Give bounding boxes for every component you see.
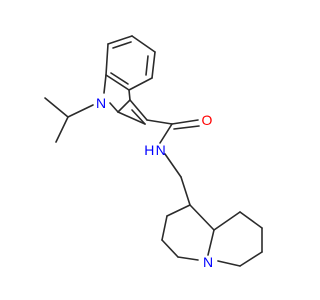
bond [151, 51, 156, 79]
bond [145, 55, 149, 76]
molecule-diagram: N O H N N [44, 35, 263, 270]
bond [67, 104, 94, 118]
bond [44, 97, 69, 118]
bond [129, 99, 148, 121]
amide-nitrogen-label: H N [144, 142, 165, 158]
bond [131, 109, 146, 125]
bond [105, 74, 130, 91]
atom-labels: N O H N N [96, 95, 213, 270]
bond [110, 72, 129, 85]
bonds [44, 35, 263, 267]
bond [128, 89, 131, 101]
bond [146, 119, 173, 125]
bond [171, 119, 199, 125]
bond [177, 256, 199, 261]
amide-oxygen-label: O [202, 112, 213, 128]
bond [103, 74, 107, 94]
bond [180, 176, 191, 206]
bond [207, 229, 215, 256]
bond [117, 111, 146, 125]
bond [55, 116, 69, 143]
bond [173, 125, 200, 130]
bond [239, 251, 263, 267]
bond [189, 204, 215, 231]
bond [217, 260, 241, 267]
bond [117, 99, 131, 113]
structure-drawing: N O H N N [44, 35, 263, 270]
bond [107, 35, 133, 45]
bond [161, 239, 179, 258]
bond [109, 102, 119, 113]
bond [239, 211, 263, 229]
bond [131, 35, 156, 53]
indole-nitrogen-label: N [96, 95, 106, 111]
bond [213, 211, 241, 231]
bond [159, 123, 173, 144]
bond [128, 77, 153, 91]
bond [166, 204, 191, 217]
quinolizidine-nitrogen-label: N [203, 254, 213, 270]
bond [112, 41, 132, 49]
bond [161, 215, 168, 241]
bond [105, 43, 109, 76]
bond [164, 153, 182, 178]
